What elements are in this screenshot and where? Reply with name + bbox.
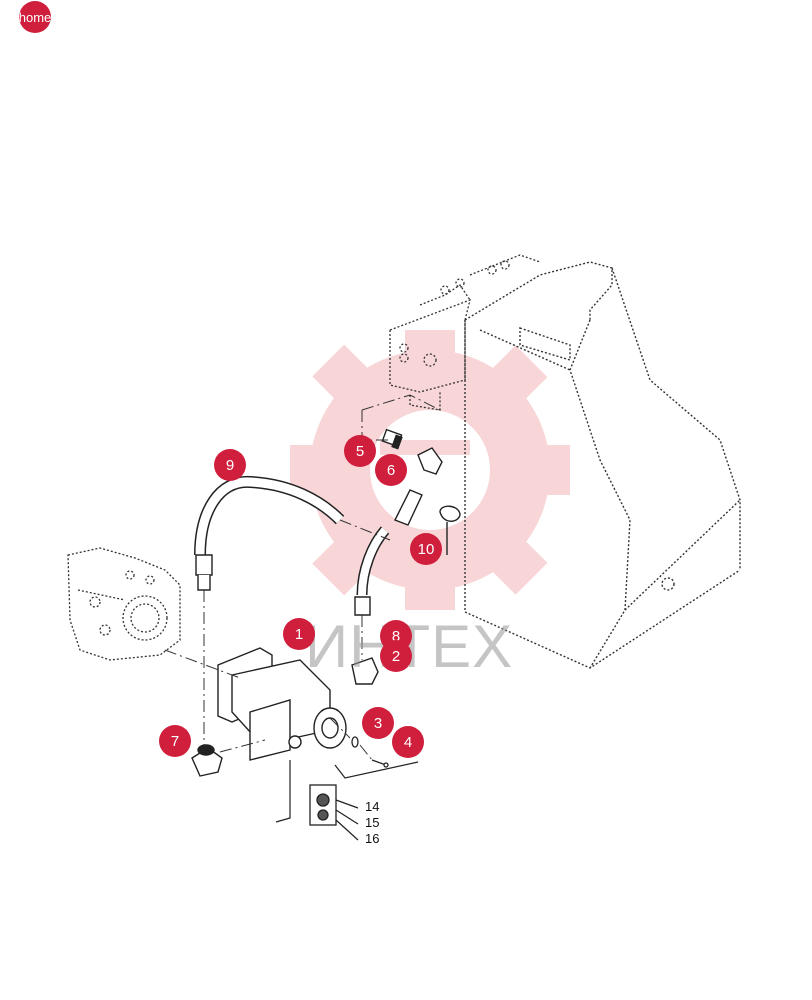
clamp-part-10 (439, 505, 461, 555)
callout-6[interactable]: 6 (375, 454, 407, 486)
callout-1[interactable]: 1 (283, 618, 315, 650)
hose-part-9 (194, 475, 345, 591)
valve-block-bracket (389, 254, 541, 411)
decal-sheet (309, 784, 337, 826)
fitting-part-6 (417, 447, 443, 475)
assembly-leader-lines (164, 394, 441, 761)
tank-assembly (464, 261, 741, 669)
bolt-part-4 (371, 759, 389, 768)
decal-label-14: 14 (365, 799, 380, 814)
home-button[interactable]: home (19, 1, 51, 33)
callout-7[interactable]: 7 (159, 725, 191, 757)
callout-3[interactable]: 3 (362, 707, 394, 739)
solid-leader-lines (275, 760, 419, 841)
elbow-part-2 (351, 657, 379, 685)
callout-5[interactable]: 5 (344, 435, 376, 467)
callout-9[interactable]: 9 (214, 449, 246, 481)
hose-part-8 (354, 489, 423, 616)
callout-10[interactable]: 10 (410, 533, 442, 565)
elbow-part-7 (191, 744, 223, 777)
decal-label-16: 16 (365, 831, 380, 846)
callout-4[interactable]: 4 (392, 726, 424, 758)
callout-2[interactable]: 2 (380, 640, 412, 672)
decal-label-15: 15 (365, 815, 380, 830)
fitting-part-5 (381, 428, 403, 450)
washer-part-3 (351, 736, 359, 748)
hydraulic-pump (67, 547, 181, 661)
